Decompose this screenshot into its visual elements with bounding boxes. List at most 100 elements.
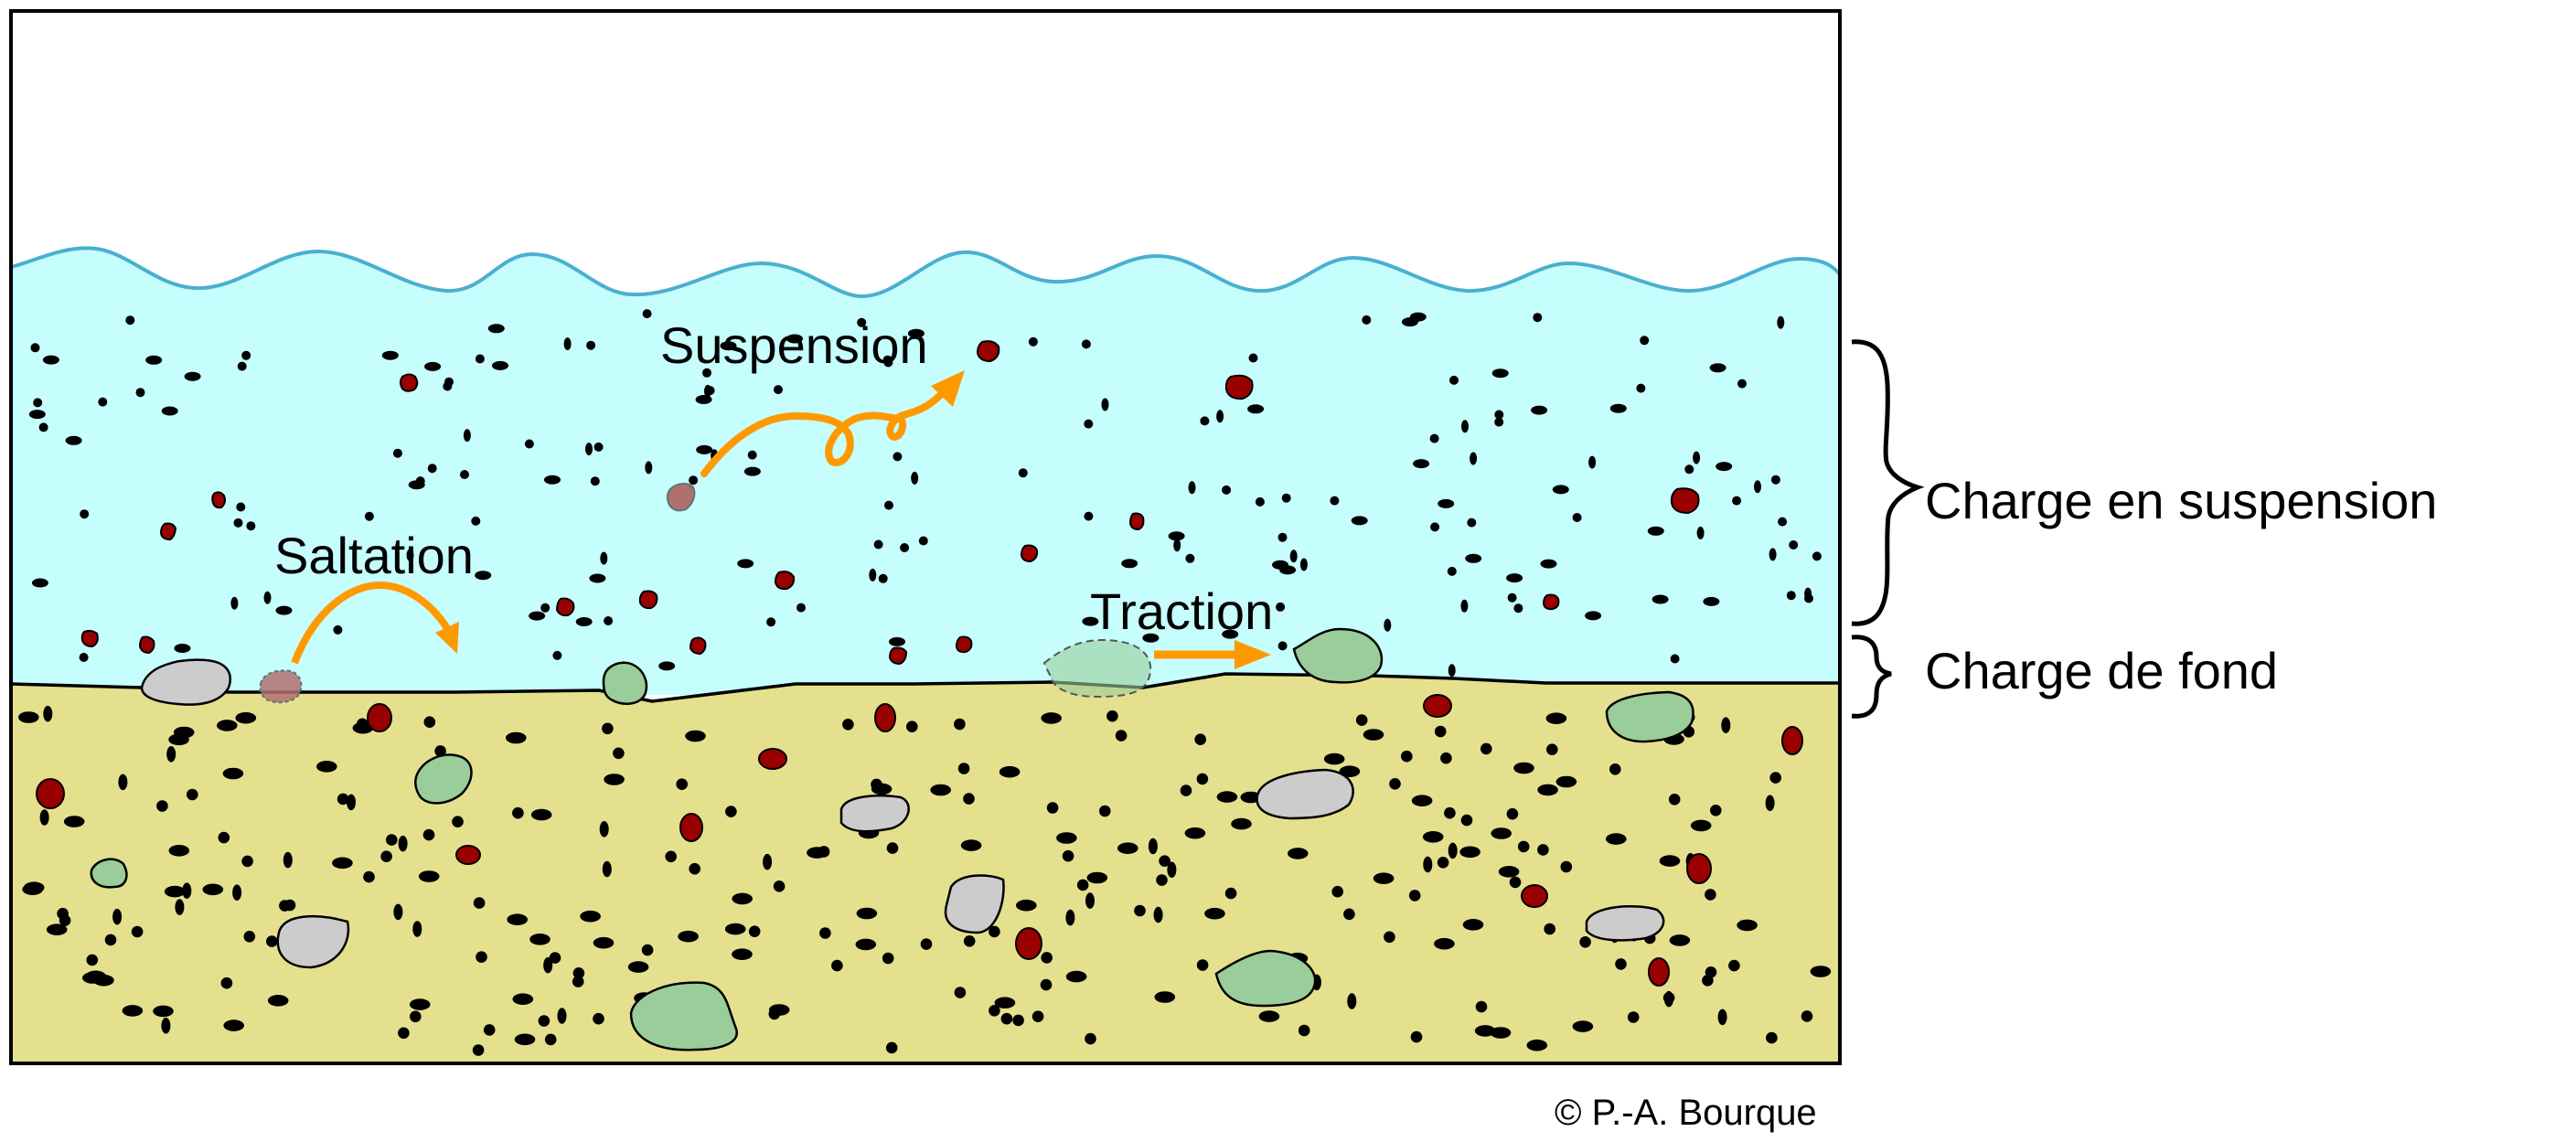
ghost-pebble-traction [1042, 638, 1152, 699]
sand-grain [885, 1041, 898, 1054]
fine-particle [1276, 602, 1286, 612]
sand-grain [1769, 772, 1781, 784]
sand-grain [593, 936, 615, 949]
red-grain [367, 703, 392, 732]
fine-particle [1084, 419, 1094, 429]
red-grain [1020, 544, 1039, 563]
sand-grain [332, 857, 353, 870]
sand-grain [512, 993, 534, 1005]
fine-particle [1804, 593, 1813, 603]
sand-grain [1459, 846, 1480, 859]
fine-particle [1651, 594, 1669, 604]
sand-grain [23, 881, 45, 893]
fine-particle [1640, 336, 1650, 346]
fine-particle [575, 617, 593, 626]
sand-grain [1423, 856, 1433, 873]
sand-grain [1085, 892, 1095, 909]
sand-grain [1041, 712, 1062, 724]
gray-pebbles [140, 658, 1665, 969]
sand-grain [1717, 1009, 1727, 1026]
sand-grain [1702, 975, 1714, 987]
sand-grain [1710, 805, 1722, 816]
sand-grain [218, 831, 230, 844]
sand-grain [483, 1024, 496, 1036]
sand-grain [1288, 848, 1309, 859]
red-grain [1521, 884, 1548, 908]
fine-particle [1513, 603, 1523, 614]
sand-grain [1627, 1011, 1640, 1023]
fine-particle [1460, 599, 1469, 613]
fine-particle [1494, 410, 1504, 420]
fine-particle [38, 422, 48, 432]
sand-grain [1810, 966, 1832, 977]
sand-grain [434, 745, 446, 757]
fine-particle [645, 461, 653, 475]
fine-particle [381, 350, 399, 360]
red-grain [1648, 957, 1670, 987]
sand-grain [1085, 1032, 1096, 1045]
sand-grain [725, 806, 737, 817]
sand-grain [232, 884, 242, 901]
sand-grain [1065, 970, 1087, 983]
fine-particle [1786, 591, 1796, 601]
sand-grain [1579, 936, 1591, 948]
green-pebble [602, 661, 648, 705]
sand-grain [1480, 742, 1492, 755]
sand-grain [243, 931, 256, 943]
sand-grain [161, 1018, 171, 1034]
fine-particle [1448, 664, 1456, 678]
sand-grain [418, 870, 440, 882]
sand-grain [409, 998, 431, 1010]
sand-grain [724, 923, 746, 935]
sand-grain [422, 828, 435, 841]
sand-grain [1153, 906, 1163, 923]
fine-particle [1494, 417, 1504, 427]
sand-grain [412, 921, 422, 937]
fine-particle [1438, 498, 1455, 508]
fine-particle [1168, 531, 1185, 541]
sand-grain [1474, 1025, 1496, 1037]
red-grain [955, 635, 973, 654]
fine-particle [1430, 522, 1440, 532]
sand-grain [220, 977, 233, 989]
sand-grain [398, 1027, 410, 1040]
sand-grain [168, 845, 190, 857]
sand-grain [856, 907, 878, 920]
fine-particle [246, 521, 256, 531]
sand-grain [93, 974, 114, 987]
sand-grain [267, 995, 289, 1007]
fine-particle [1670, 654, 1680, 664]
traction-arrow [1154, 640, 1271, 669]
sand-grain [1509, 876, 1522, 889]
fine-particle [492, 360, 508, 370]
red-grain [1128, 512, 1145, 531]
fine-particle [1222, 485, 1232, 495]
fine-particle [161, 406, 178, 416]
sand-grain [1737, 919, 1758, 932]
sand-grain [1156, 874, 1168, 886]
red-grain [758, 748, 787, 770]
fine-particle [145, 355, 163, 365]
sand-grain [1062, 849, 1074, 862]
fine-particle [1299, 558, 1308, 571]
suspension-arrow [700, 370, 965, 477]
sand-grain [530, 808, 552, 821]
fine-particle [524, 439, 534, 449]
sand-grain [989, 925, 1000, 938]
fine-particle [704, 384, 711, 398]
water-surface [11, 246, 1840, 299]
sand-grain [1343, 908, 1355, 921]
sand-grain [1526, 1039, 1548, 1051]
sand-grain [1373, 872, 1395, 884]
red-grain [211, 491, 226, 509]
fine-particle [444, 377, 454, 387]
red-grain [159, 522, 177, 541]
sand-grain [1184, 827, 1206, 839]
sand-grain [1491, 827, 1512, 839]
sand-grain [380, 850, 392, 862]
fine-particle [1281, 493, 1291, 503]
fine-particle [135, 388, 145, 398]
sand-grain [86, 954, 99, 966]
fine-particle [586, 340, 596, 350]
sand-grain [1204, 907, 1225, 920]
